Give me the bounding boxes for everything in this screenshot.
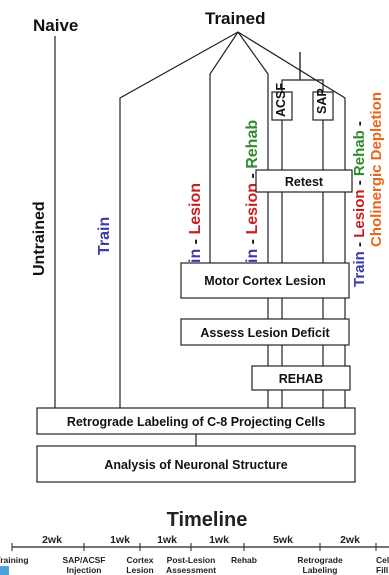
rehab-box: REHAB <box>251 365 351 391</box>
retrograde-labeling-label: Retrograde Labeling of C-8 Projecting Ce… <box>67 415 325 429</box>
timeline-ticks <box>11 543 377 551</box>
sap-label: SAP <box>315 88 329 114</box>
tlrc-sep3: - <box>351 121 368 130</box>
assess-lesion-deficit-label: Assess Lesion Deficit <box>200 326 330 340</box>
duration-2: 1wk <box>157 534 177 546</box>
sap-fork-line <box>299 52 324 92</box>
event-1-line1: SAP/ACSF <box>63 555 106 565</box>
duration-1: 1wk <box>110 534 130 546</box>
event-1-line2: Injection <box>67 565 102 575</box>
event-0-line1: Training <box>0 555 29 565</box>
train-lesion-lesion-part: Lesion <box>187 183 204 235</box>
cholinergic-group-label-line2: Cholinergic Depletion <box>368 92 385 247</box>
sap-box: SAP <box>312 88 334 121</box>
timeline: Timeline 2wk 1wk 1wk 1wk 5wk 2wk Trainin… <box>0 509 389 575</box>
timeline-title: Timeline <box>167 509 248 531</box>
acsf-label: ACSF <box>274 83 288 117</box>
train-branch-line <box>119 31 239 408</box>
train-group-label: Train <box>96 217 113 255</box>
timeline-durations: 2wk 1wk 1wk 1wk 5wk 2wk <box>42 534 360 546</box>
tlrc-sep1: - <box>351 238 368 251</box>
tlrc-train-part: Train <box>351 251 368 287</box>
timeline-events: Training SAP/ACSF Injection Cortex Lesio… <box>0 555 389 575</box>
event-6-line1: Cell <box>376 555 389 565</box>
train-lesion-rehab-group-label: Train - Lesion - Rehab <box>244 120 261 287</box>
tlrc-rehab-part: Rehab <box>351 130 368 176</box>
tlr-sep1: - <box>244 235 261 249</box>
motor-cortex-lesion-label: Motor Cortex Lesion <box>204 274 326 288</box>
cholinergic-branch-line <box>237 31 346 408</box>
event-4-line1: Rehab <box>231 555 257 565</box>
tlr-rehab-part: Rehab <box>244 120 261 169</box>
event-5-line2: Labeling <box>303 565 338 575</box>
event-2-line1: Cortex <box>127 555 154 565</box>
retrograde-labeling-box: Retrograde Labeling of C-8 Projecting Ce… <box>36 407 356 435</box>
event-3-line1: Post-Lesion <box>167 555 216 565</box>
duration-0: 2wk <box>42 534 62 546</box>
trained-label: Trained <box>205 9 265 28</box>
event-2-line2: Lesion <box>126 565 153 575</box>
event-6-line2: Fill <box>376 565 388 575</box>
untrained-group-label: Untrained <box>31 201 48 276</box>
duration-5: 2wk <box>340 534 360 546</box>
tlrc-lesion-part: Lesion <box>351 189 368 237</box>
corner-accent <box>0 566 9 575</box>
train-lesion-sep: - <box>187 235 204 249</box>
naive-label: Naive <box>33 16 78 35</box>
tlr-lesion-part: Lesion <box>244 183 261 235</box>
motor-cortex-lesion-box: Motor Cortex Lesion <box>180 262 350 299</box>
train-lesion-branch-line <box>209 31 239 263</box>
analysis-box: Analysis of Neuronal Structure <box>36 445 356 483</box>
tlrc-sep2: - <box>351 176 368 189</box>
assess-lesion-deficit-box: Assess Lesion Deficit <box>180 318 350 346</box>
cholinergic-group-label-line1: Train - Lesion - Rehab - <box>351 121 368 287</box>
event-3-line2: Assessment <box>166 565 216 575</box>
retest-label: Retest <box>285 175 324 189</box>
event-5-line1: Retrograde <box>297 555 343 565</box>
duration-4: 5wk <box>273 534 293 546</box>
analysis-label: Analysis of Neuronal Structure <box>104 458 287 472</box>
duration-3: 1wk <box>209 534 229 546</box>
retest-box: Retest <box>255 169 353 193</box>
rehab-label: REHAB <box>279 372 323 386</box>
acsf-box: ACSF <box>271 83 293 121</box>
